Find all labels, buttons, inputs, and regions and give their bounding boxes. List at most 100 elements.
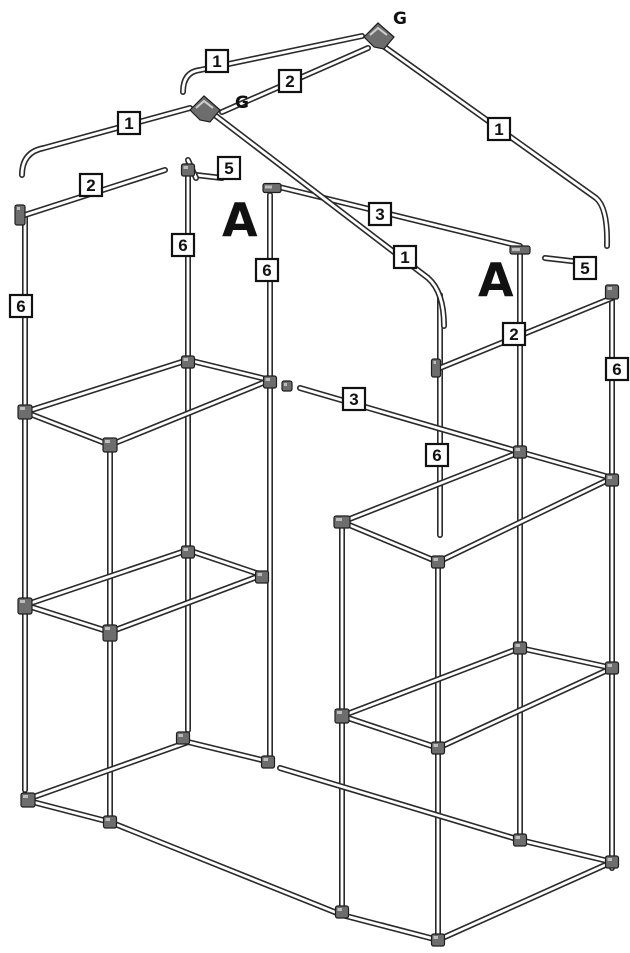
part-label-p2-5: 2 — [277, 68, 303, 94]
connector-5 — [262, 375, 278, 389]
connector-28 — [604, 855, 620, 869]
tube-40 — [19, 105, 193, 178]
assembly-a-label-1: A — [222, 193, 258, 247]
part-label-p3-8: 3 — [367, 201, 393, 227]
part-label-p1-3: 1 — [486, 116, 512, 142]
part-number-text: 3 — [375, 205, 384, 224]
connector-3 — [262, 182, 282, 194]
tube-39 — [272, 183, 523, 249]
connector-9 — [254, 570, 270, 584]
connector-26 — [430, 741, 446, 755]
part-label-p6-13: 6 — [170, 232, 196, 258]
tube-23 — [517, 449, 615, 481]
tube-24 — [339, 449, 523, 525]
part-number-text: 5 — [580, 259, 589, 278]
part-number-text: 2 — [509, 325, 518, 344]
tube-37 — [277, 765, 523, 843]
part-number-text: 6 — [432, 446, 441, 465]
connector-30 — [430, 933, 446, 947]
tube-15 — [22, 797, 113, 825]
part-number-text: 2 — [285, 72, 294, 91]
part-number-text: 6 — [612, 360, 621, 379]
tube-32 — [339, 912, 441, 943]
part-label-p2-7: 2 — [501, 321, 527, 347]
tube-30 — [435, 665, 615, 751]
connector-31 — [281, 380, 293, 392]
connector-10 — [17, 597, 33, 615]
connector-24 — [604, 661, 620, 675]
tube-31 — [517, 837, 615, 865]
part-label-p1-4: 1 — [392, 244, 418, 270]
connector-4 — [180, 355, 196, 369]
g-corner-connector-1 — [363, 22, 395, 50]
tube-8 — [107, 377, 273, 448]
tube-38 — [297, 385, 523, 455]
part-number-text: 5 — [224, 159, 233, 178]
connector-8 — [180, 545, 196, 559]
connector-15 — [102, 815, 118, 829]
connector-16 — [509, 245, 531, 255]
connector-14 — [20, 792, 36, 808]
part-label-p5-11: 5 — [572, 255, 598, 281]
part-label-p1-1: 1 — [204, 48, 230, 74]
tube-14 — [185, 739, 273, 765]
connector-25 — [334, 708, 350, 724]
tube-5 — [22, 357, 191, 415]
tube-42 — [369, 35, 611, 249]
tube-33 — [435, 859, 615, 943]
tube-frame — [19, 33, 615, 943]
connector-11 — [102, 624, 118, 642]
g-corner-connector-2 — [189, 95, 221, 123]
connector-22 — [430, 555, 446, 569]
connector-13 — [260, 755, 276, 769]
connector-21 — [333, 515, 351, 529]
tube-36 — [107, 819, 345, 918]
g-label-2: G — [235, 93, 249, 113]
tube-26 — [435, 475, 615, 565]
connector-2 — [180, 163, 196, 177]
tube-11 — [22, 602, 113, 635]
connector-23 — [512, 641, 528, 655]
tube-13 — [22, 739, 191, 803]
part-number-text: 1 — [400, 248, 409, 267]
connector-fittings — [14, 22, 620, 947]
tube-7 — [22, 409, 113, 448]
tube-27 — [517, 645, 615, 671]
tube-28 — [339, 645, 523, 719]
connector-20 — [604, 473, 620, 487]
connector-19 — [512, 445, 528, 459]
tube-10 — [185, 547, 265, 578]
assembly-a-label-2: A — [478, 253, 514, 307]
tube-29 — [339, 713, 441, 751]
part-label-p1-2: 1 — [116, 110, 142, 136]
connector-7 — [102, 437, 118, 453]
connector-6 — [17, 404, 33, 420]
part-label-p6-14: 6 — [254, 257, 280, 283]
connector-18 — [430, 358, 442, 378]
part-label-p6-12: 6 — [8, 293, 34, 319]
connector-29 — [334, 905, 350, 919]
connector-27 — [512, 833, 528, 847]
part-number-text: 1 — [212, 52, 221, 71]
part-number-text: 1 — [494, 120, 503, 139]
tube-6 — [185, 357, 273, 383]
tube-12 — [107, 572, 265, 635]
part-label-p5-10: 5 — [216, 155, 242, 181]
part-number-text: 6 — [16, 297, 25, 316]
part-label-p6-16: 6 — [604, 356, 630, 382]
tube-9 — [22, 547, 191, 608]
part-number-text: 2 — [86, 176, 95, 195]
tube-41 — [180, 33, 365, 95]
tube-43 — [213, 113, 447, 329]
part-label-p3-9: 3 — [341, 386, 367, 412]
tube-25 — [339, 519, 441, 565]
connector-12 — [175, 731, 191, 745]
part-number-text: 6 — [262, 261, 271, 280]
g-label-1: G — [393, 9, 407, 29]
part-number-text: 1 — [124, 114, 133, 133]
connector-17 — [604, 284, 620, 300]
part-number-text: 3 — [349, 390, 358, 409]
connector-1 — [14, 204, 26, 226]
